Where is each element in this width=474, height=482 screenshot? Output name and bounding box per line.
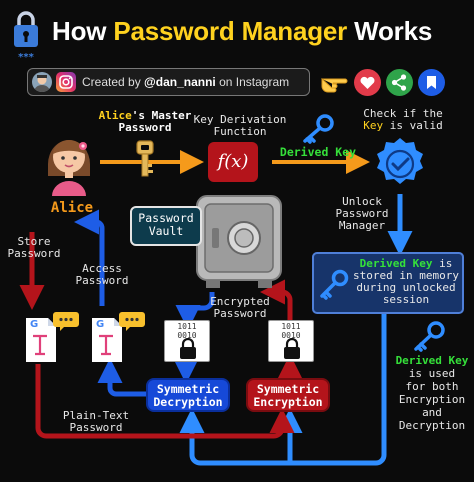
svg-text:G: G: [96, 319, 104, 330]
memory-key-icon: [318, 268, 350, 300]
title-suffix: Works: [347, 16, 433, 46]
kdf-label: Key Derivation Function: [193, 113, 287, 138]
alice-avatar: [40, 124, 98, 196]
encrypted-data-icon-2: 1011 0010: [268, 320, 314, 362]
symmetric-encryption-box: Symmetric Encryption: [246, 378, 330, 412]
plaintext-doc-icon-1: G: [24, 310, 80, 364]
verified-badge-icon: [372, 136, 428, 192]
credit-text: Created by @dan_nanni on Instagram: [82, 75, 290, 89]
share-icon[interactable]: [386, 69, 413, 96]
unlock-label: Unlock Password Manager: [335, 195, 389, 232]
svg-text:G: G: [30, 319, 38, 330]
function-icon: f(x): [217, 151, 249, 172]
pointing-hand-icon: [320, 70, 348, 94]
master-key-icon: [134, 140, 156, 178]
plaintext-password-label: Plain-Text Password: [62, 409, 130, 434]
vault-safe-icon: [194, 194, 284, 290]
page-title: How Password Manager Works: [52, 16, 432, 47]
memory-box: Derived Key is stored in memory during u…: [312, 252, 464, 314]
avatar: [32, 72, 52, 92]
check-key-label: Check if the Key is valid: [363, 107, 443, 132]
symmetric-decryption-label: Symmetric Decryption: [153, 382, 223, 409]
title-prefix: How: [52, 16, 114, 46]
instagram-icon[interactable]: [56, 72, 76, 92]
usage-key-icon: [412, 320, 446, 352]
bookmark-icon[interactable]: [418, 69, 445, 96]
plaintext-doc-icon-2: G: [90, 310, 146, 364]
plaintext-line: [35, 364, 295, 439]
derived-key-label: Derived Key: [279, 145, 357, 159]
derived-key-usage-text: Derived Key is used for both Encryption …: [395, 354, 469, 432]
memory-text: Derived Key is stored in memory during u…: [353, 257, 459, 306]
credit-bar[interactable]: Created by @dan_nanni on Instagram: [27, 68, 310, 96]
kdf-box: f(x): [208, 142, 258, 182]
access-password-label: Access Password: [75, 262, 129, 287]
alice-label: Alice: [50, 200, 94, 216]
encrypted-data-icon-1: 1011 0010: [164, 320, 210, 362]
symmetric-decryption-box: Symmetric Decryption: [146, 378, 230, 412]
master-password-label: Alice's Master Password: [98, 109, 192, 134]
title-highlight: Password Manager: [113, 16, 348, 46]
store-password-label: Store Password: [7, 235, 61, 260]
like-heart-icon[interactable]: [354, 69, 381, 96]
password-lock-logo-icon: ***: [10, 10, 42, 63]
symmetric-encryption-label: Symmetric Encryption: [253, 382, 323, 409]
derived-key-icon: [301, 114, 335, 144]
encrypted-password-label: Encrypted Password: [210, 295, 270, 320]
vault-label: Password Vault: [138, 211, 194, 238]
access-password-line: [74, 209, 105, 306]
vault-callout: Password Vault: [130, 206, 202, 246]
svg-text:***: ***: [18, 52, 34, 62]
